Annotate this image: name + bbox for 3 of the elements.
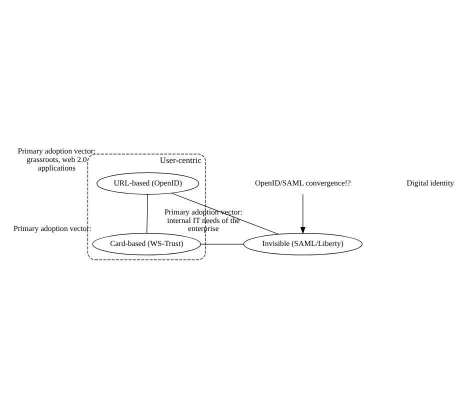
arrow [300, 194, 306, 234]
connector [171, 192, 279, 235]
connector [146, 194, 148, 234]
